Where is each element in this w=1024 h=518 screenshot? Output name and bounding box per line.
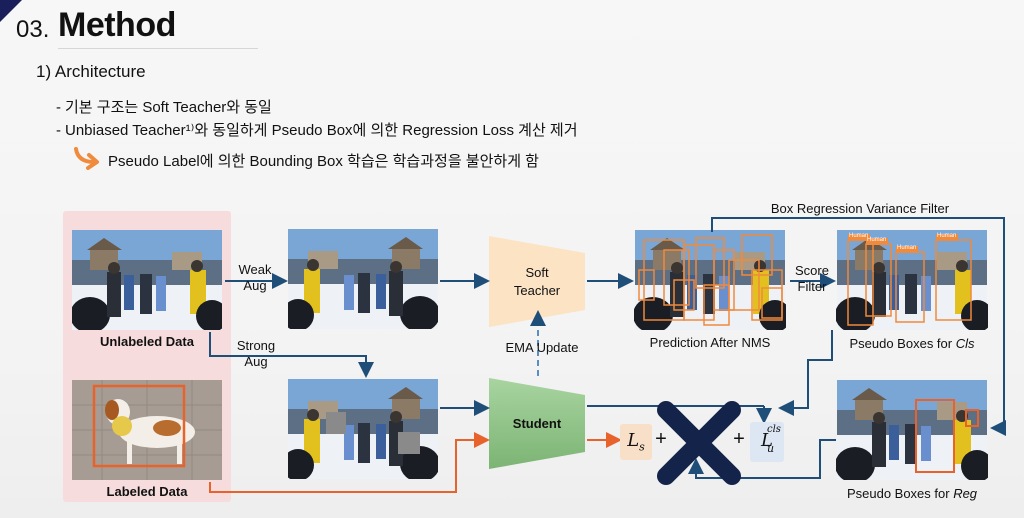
unlabeled-data-label: Unlabeled Data: [72, 334, 222, 349]
labeled-data-label: Labeled Data: [72, 484, 222, 499]
plus-sign: +: [732, 428, 746, 451]
student-label: Student: [489, 416, 585, 431]
ema-update-label: EMA Update: [492, 340, 592, 355]
prediction-after-nms-label: Prediction After NMS: [626, 335, 794, 350]
remove-cross-icon: [666, 410, 732, 476]
pseudo-boxes-reg-label: Pseudo Boxes for Reg: [826, 486, 998, 501]
plus-sign: +: [654, 428, 668, 451]
box-regression-variance-filter-label: Box Regression Variance Filter: [740, 201, 980, 216]
loss-s-text: Ls: [620, 430, 652, 454]
pseudo-boxes-cls-label: Pseudo Boxes for Cls: [826, 336, 998, 351]
